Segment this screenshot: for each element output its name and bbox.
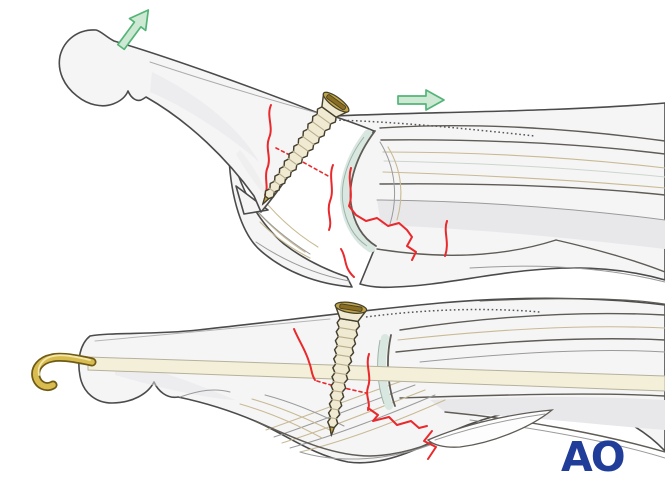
fracture-line <box>348 167 417 261</box>
fracture-line <box>444 220 448 257</box>
fracture-line <box>327 164 334 231</box>
phalanx-shading <box>149 61 329 198</box>
fracture-lines <box>293 328 437 460</box>
bottom-panel: AO <box>31 297 665 481</box>
middle-phalanx-and-tendons <box>332 102 665 289</box>
fracture-line <box>340 248 355 278</box>
traction-arrow-right <box>397 89 445 111</box>
fracture-line <box>264 104 272 196</box>
volar-plate-outline <box>228 149 353 288</box>
top-panel <box>58 3 665 289</box>
dorsal-outline-dotted <box>365 308 541 318</box>
fracture-lines <box>264 104 448 278</box>
distal-phalanx <box>58 29 332 213</box>
volar-plate-fibers <box>239 174 350 282</box>
fracture-line <box>366 353 371 411</box>
fracture-line-hidden <box>275 147 331 178</box>
sling-opening <box>426 409 555 448</box>
ao-logo: AO <box>561 433 624 481</box>
tendon-mass <box>332 102 665 289</box>
fracture-line <box>423 430 437 460</box>
volar-sling <box>254 409 555 460</box>
articular-cartilage <box>339 129 377 253</box>
k-wire <box>87 356 665 392</box>
traction-arrow-up <box>112 3 158 54</box>
fracture-line <box>367 407 428 429</box>
traction-hook <box>31 352 97 392</box>
tendon-fiber-lines <box>376 124 665 283</box>
fracture-line <box>293 328 316 381</box>
